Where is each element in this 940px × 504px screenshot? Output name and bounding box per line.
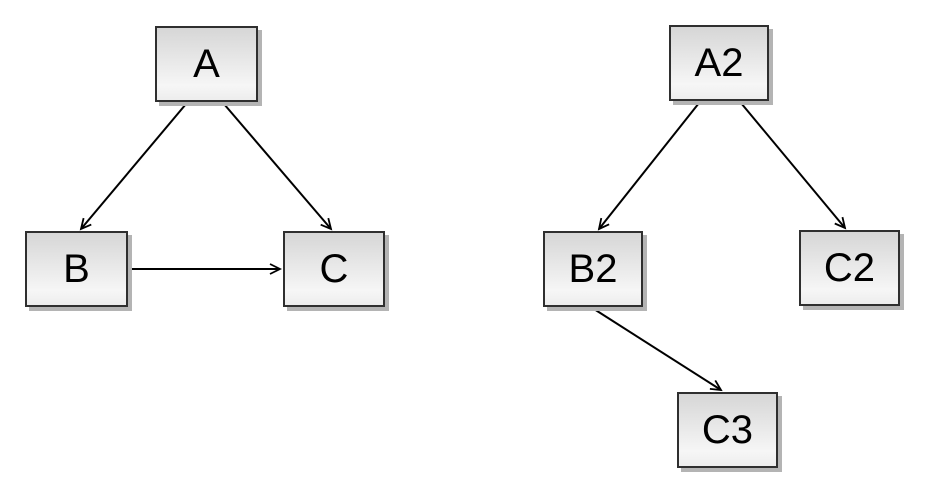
node-C2-label: C2 — [823, 246, 876, 290]
node-C3[interactable]: C3 — [677, 392, 778, 468]
node-C3-label: C3 — [701, 408, 754, 452]
edge-A-C — [223, 103, 331, 229]
node-B2[interactable]: B2 — [543, 231, 643, 307]
edge-A-B — [81, 103, 187, 229]
node-C-label: C — [319, 247, 349, 291]
node-C[interactable]: C — [283, 231, 385, 307]
node-A[interactable]: A — [155, 26, 258, 102]
node-B[interactable]: B — [25, 231, 128, 307]
node-A-label: A — [193, 42, 220, 86]
node-C2[interactable]: C2 — [799, 230, 900, 306]
edge-A2-B2 — [599, 102, 700, 229]
edge-B2-C3 — [593, 308, 721, 390]
node-A2-label: A2 — [694, 41, 744, 85]
node-B2-label: B2 — [568, 247, 618, 291]
node-A2[interactable]: A2 — [669, 25, 769, 101]
node-B-label: B — [63, 247, 90, 291]
edge-A2-C2 — [740, 102, 845, 228]
